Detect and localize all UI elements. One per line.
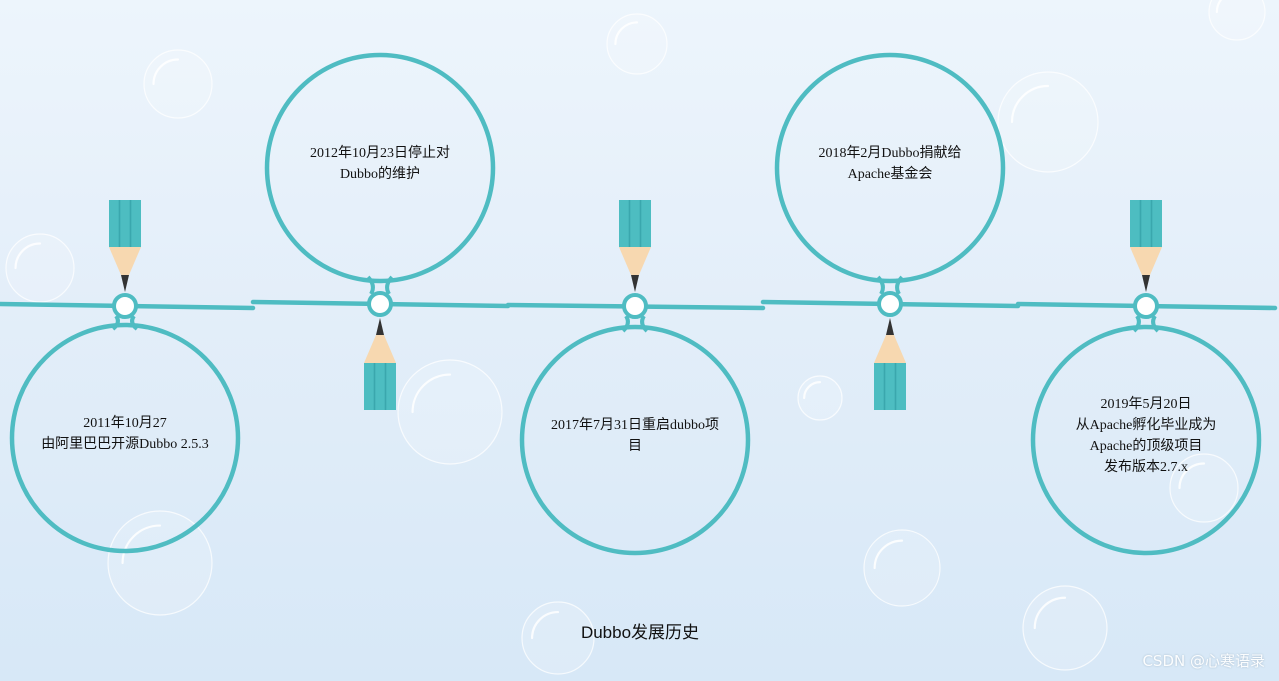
- timeline-node: [1133, 293, 1159, 319]
- timeline-event-0: [9, 293, 241, 554]
- bubble-highlight: [873, 539, 904, 570]
- pencil-body: [109, 200, 141, 247]
- pencil-icon: [364, 318, 396, 410]
- pencil-icon: [874, 318, 906, 410]
- event-2018-text: 2018年2月Dubbo捐献给 Apache基金会: [790, 143, 990, 185]
- bubble-highlight: [614, 21, 639, 46]
- pencil-wood: [364, 335, 396, 363]
- bubble: [1208, 0, 1266, 41]
- bubble-highlight: [14, 242, 42, 270]
- background-bubbles: [5, 0, 1266, 675]
- timeline-event-1: [264, 52, 496, 317]
- connector-left: [111, 314, 120, 331]
- pencils: [109, 200, 1162, 410]
- event-circle: [9, 322, 241, 554]
- event-line: 2012年10月23日停止对: [310, 146, 450, 161]
- pencil-lead: [1142, 275, 1150, 292]
- pencil-wood: [109, 247, 141, 275]
- event-circle: [264, 52, 496, 284]
- pencil-wood: [619, 247, 651, 275]
- event-line: 2011年10月27: [83, 416, 167, 431]
- pencil-lead: [886, 318, 894, 335]
- timeline: [0, 52, 1278, 556]
- event-2017-text: 2017年7月31日重启dubbo项 目: [535, 415, 735, 457]
- bubble-highlight: [1010, 84, 1050, 124]
- pencil-icon: [1130, 200, 1162, 292]
- timeline-event-2: [519, 293, 751, 556]
- timeline-event-4: [1030, 293, 1262, 556]
- timeline-event-3: [774, 52, 1006, 317]
- connector-right: [130, 314, 139, 331]
- pencil-lead: [376, 318, 384, 335]
- event-line: 2017年7月31日重启dubbo项: [551, 418, 719, 433]
- event-line: Dubbo的维护: [339, 167, 421, 182]
- pencil-lead: [121, 275, 129, 292]
- timeline-node: [877, 291, 903, 317]
- pencil-wood: [874, 335, 906, 363]
- event-2019-text: 2019年5月20日 从Apache孵化毕业成为 Apache的顶级项目 发布版…: [1046, 394, 1246, 478]
- timeline-node: [367, 291, 393, 317]
- event-2012-text: 2012年10月23日停止对 Dubbo的维护: [280, 143, 480, 185]
- event-line: Apache基金会: [847, 167, 933, 182]
- pencil-body: [364, 363, 396, 410]
- bubble-highlight: [803, 381, 822, 400]
- event-line: 发布版本2.7.x: [1104, 460, 1188, 475]
- bubble-highlight: [411, 373, 452, 414]
- pencil-body: [874, 363, 906, 410]
- bubble-highlight: [121, 524, 162, 565]
- pencil-wood: [1130, 247, 1162, 275]
- pencil-icon: [109, 200, 141, 292]
- diagram-caption: Dubbo发展历史: [580, 623, 700, 642]
- watermark: CSDN @心寒语录: [1142, 652, 1265, 670]
- pencil-body: [1130, 200, 1162, 247]
- pencil-lead: [631, 275, 639, 292]
- pencil-body: [619, 200, 651, 247]
- bubble-highlight: [1178, 462, 1206, 490]
- event-line: Apache的顶级项目: [1089, 439, 1203, 454]
- bubble-highlight: [530, 610, 560, 640]
- event-line: 2018年2月Dubbo捐献给: [818, 146, 962, 161]
- event-line: 从Apache孵化毕业成为: [1075, 418, 1217, 433]
- timeline-node: [112, 293, 138, 319]
- event-line: 由阿里巴巴开源Dubbo 2.5.3: [41, 437, 209, 452]
- bubble-highlight: [1033, 596, 1067, 630]
- bubble-highlight: [152, 58, 180, 86]
- event-line: 2019年5月20日: [1100, 397, 1192, 412]
- event-circle: [519, 324, 751, 556]
- timeline-node: [622, 293, 648, 319]
- event-line: 目: [628, 439, 642, 454]
- event-2011-text: 2011年10月27 由阿里巴巴开源Dubbo 2.5.3: [25, 413, 225, 455]
- pencil-icon: [619, 200, 651, 292]
- event-circle: [774, 52, 1006, 284]
- bubble-highlight: [1215, 0, 1223, 14]
- event-circle: [1030, 324, 1262, 556]
